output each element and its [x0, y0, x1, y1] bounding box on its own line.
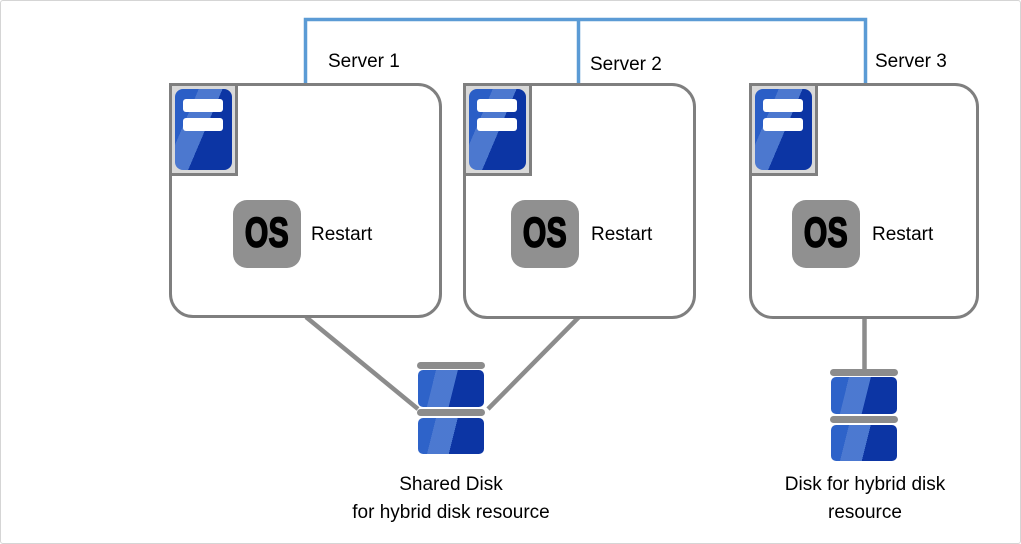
server3-restart-label: Restart — [872, 224, 934, 245]
hybrid-disk-icon — [830, 369, 898, 461]
server2-os-icon: OS — [511, 200, 579, 268]
disk-bar-icon — [830, 369, 898, 376]
server1-os-icon: OS — [233, 200, 301, 268]
server-slot-icon — [183, 99, 223, 112]
server2-shared-disk-link — [486, 315, 581, 411]
server-tower-body — [175, 89, 232, 170]
server-slot-icon — [183, 118, 223, 131]
disk-platter-icon — [418, 370, 484, 407]
shared-disk-label-line1: Shared Disk — [399, 474, 503, 495]
disk-bar-icon — [417, 362, 485, 369]
disk-platter-icon — [831, 377, 897, 414]
server1-restart-label: Restart — [311, 224, 373, 245]
server2-tower-icon — [463, 83, 532, 176]
shared-disk-label-line2: for hybrid disk resource — [352, 502, 550, 523]
server-tower-body — [469, 89, 526, 170]
server2-restart-label: Restart — [591, 224, 653, 245]
hybrid-disk-label-line2: resource — [828, 502, 902, 523]
server-slot-icon — [763, 99, 803, 112]
disk-platter-icon — [418, 418, 484, 454]
server1-label: Server 1 — [328, 51, 400, 72]
disk-bar-icon — [417, 409, 485, 416]
shared-disk-label: Shared Disk for hybrid disk resource — [301, 471, 601, 527]
os-icon-text: OS — [522, 210, 568, 257]
server2-box — [463, 83, 696, 319]
server-slot-icon — [763, 118, 803, 131]
server3-label: Server 3 — [875, 51, 947, 72]
server2-label: Server 2 — [590, 54, 662, 75]
hybrid-disk-label-line1: Disk for hybrid disk — [784, 474, 946, 495]
os-icon-text: OS — [803, 210, 849, 257]
os-icon-text: OS — [244, 210, 290, 257]
server1-shared-disk-link — [304, 315, 420, 411]
hybrid-disk-label: Disk for hybrid disk resource — [715, 471, 1015, 527]
server-tower-body — [755, 89, 812, 170]
server3-os-icon: OS — [792, 200, 860, 268]
disk-bar-icon — [830, 416, 898, 423]
server-slot-icon — [477, 118, 517, 131]
server3-tower-icon — [749, 83, 818, 176]
server-slot-icon — [477, 99, 517, 112]
shared-disk-icon — [417, 362, 485, 454]
network-line — [303, 17, 868, 85]
server1-tower-icon — [169, 83, 238, 176]
disk-platter-icon — [831, 425, 897, 461]
